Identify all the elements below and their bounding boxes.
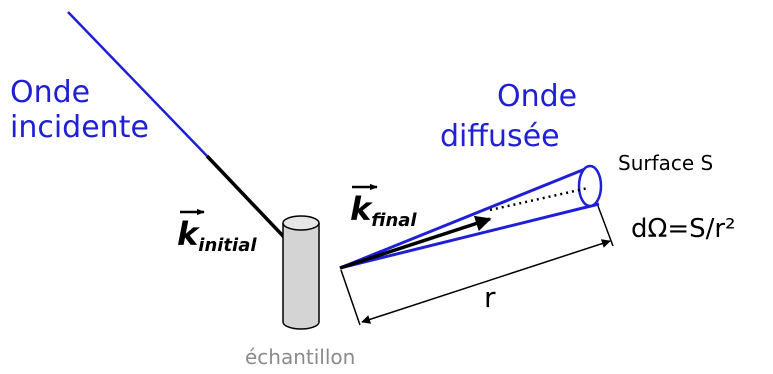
distance-guide-right <box>598 206 613 246</box>
k-final-label: kfinal <box>350 190 417 231</box>
cone-axis-dotted <box>490 188 588 210</box>
distance-guide-left <box>341 270 360 325</box>
scattered-wave-label-line1: Onde <box>497 79 577 114</box>
sample-cylinder <box>283 216 319 329</box>
incident-wave-label-line1: Onde <box>10 75 90 110</box>
incident-wave-label-line2: incidente <box>10 110 149 145</box>
surface-label: Surface S <box>618 151 713 175</box>
scattered-wave-label-line2: diffusée <box>440 119 560 154</box>
distance-label: r <box>484 281 496 314</box>
solid-angle-label: dΩ=S/r² <box>631 214 736 244</box>
sample-label: échantillon <box>245 345 355 369</box>
surface-ellipse <box>579 166 601 206</box>
k-initial-label: kinitial <box>177 215 257 256</box>
